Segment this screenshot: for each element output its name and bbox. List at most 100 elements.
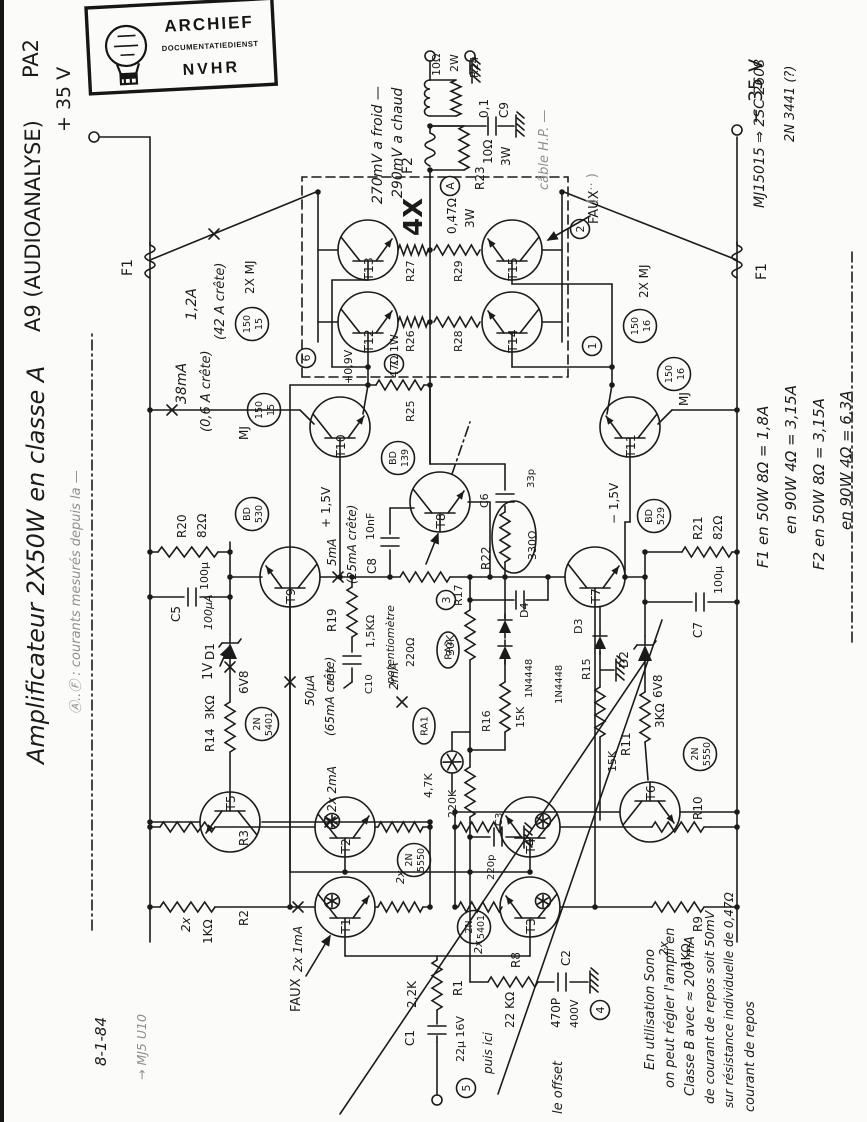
emitter-arrow <box>456 491 464 500</box>
schematic-label: 6V8 <box>651 675 665 698</box>
oval-label: RA2 <box>444 640 455 660</box>
schematic-label: 38mA <box>174 363 190 404</box>
type-line2: 529 <box>656 507 667 525</box>
balloon-logo-icon <box>104 24 148 86</box>
ground-symbol <box>516 129 525 137</box>
schematic-label: + 1,5V <box>319 486 333 528</box>
schematic-label: 50μA <box>303 675 317 706</box>
schematic-label: 10nF <box>364 513 377 540</box>
ground-symbol <box>616 667 625 675</box>
emitter-arrow <box>361 816 369 825</box>
schematic-label: D4 <box>518 603 531 618</box>
page-ref: PA2 <box>19 39 43 78</box>
resistor <box>399 570 451 584</box>
wire <box>633 644 638 650</box>
trimmer-star <box>446 753 458 771</box>
schematic-label: puis ici <box>481 1031 495 1075</box>
ground-symbol <box>590 979 599 987</box>
schematic-label: en 90W 4Ω = 3,15A <box>782 385 800 534</box>
schematic-label: R22 <box>479 546 493 570</box>
schematic-label: 33p <box>526 469 537 488</box>
ground-symbol <box>516 111 525 119</box>
current-x-mark <box>166 404 178 416</box>
schematic-label: (65mA crête) <box>323 657 337 736</box>
junction-dot <box>147 549 153 555</box>
resistor <box>638 691 652 743</box>
junction-dot <box>227 574 233 580</box>
output-stage-dashed-box <box>301 176 569 378</box>
wire <box>218 642 223 648</box>
wire <box>563 191 738 261</box>
junction-dot <box>467 574 473 580</box>
transistor-T6: T6 <box>619 781 681 843</box>
resistor <box>449 79 463 117</box>
junction-dot <box>467 747 473 753</box>
type-line2: 139 <box>400 449 411 467</box>
type-circle <box>622 308 658 344</box>
emitter-arrow <box>384 311 392 320</box>
schematic-label: MJ15015 ⇒ 2SC 2608 <box>752 59 768 208</box>
transistor-collector <box>412 488 433 514</box>
junction-dot <box>147 824 153 830</box>
schematic-label: R1 <box>451 980 465 996</box>
schematic-label: 330Ω <box>526 531 539 560</box>
schematic-label: 220K <box>446 789 459 818</box>
ground-symbol <box>516 123 525 131</box>
wire <box>606 384 613 415</box>
schematic-label: 2X MJ <box>243 260 257 294</box>
node-marker-2: 2 <box>569 218 591 240</box>
resistor <box>430 959 444 1011</box>
type-line1: 150 <box>254 401 265 419</box>
type-line1: BD <box>242 507 253 521</box>
transistor-collector <box>340 308 361 334</box>
transistor-collector <box>567 563 588 589</box>
schematic-label: R21 <box>691 516 705 540</box>
schematic-label: F1 en 50W 8Ω = 1,8A <box>754 406 772 568</box>
schematic-label: 2X MJ <box>637 264 651 298</box>
junction-dot <box>734 549 740 555</box>
type-line1: 150 <box>664 365 675 383</box>
ground-symbol <box>590 967 599 975</box>
terminal <box>431 1094 443 1106</box>
node-marker-label: 7 <box>388 361 401 368</box>
wires <box>91 61 853 1115</box>
type-circle <box>380 440 416 476</box>
type-line2: 16 <box>642 320 653 332</box>
junction-dot <box>467 869 473 875</box>
junction-dot <box>452 824 458 830</box>
matched-pair-star <box>534 812 552 830</box>
junction-dot <box>147 407 153 413</box>
transistor-T3: T3 <box>499 876 561 938</box>
junction-dot <box>427 123 433 129</box>
wire <box>237 638 242 644</box>
matched-pair-star <box>534 892 552 910</box>
emitter-arrow <box>384 239 392 248</box>
node-marker-circle <box>383 353 405 375</box>
schematic-label: 1N4448 <box>554 665 565 704</box>
scan-edge <box>0 0 4 1122</box>
junction-dot <box>227 594 233 600</box>
schematic-label: + 35 V <box>53 67 75 132</box>
type-circle <box>456 909 492 945</box>
page-model: A9 (AUDIOANALYSE) <box>21 120 45 332</box>
type-line1: 150 <box>242 315 253 333</box>
junction-dot <box>427 382 433 388</box>
resistor <box>377 900 424 914</box>
transistor-label: T8 <box>433 513 448 530</box>
zener-diode <box>223 643 237 659</box>
node-marker-label: 5 <box>460 1085 473 1092</box>
transistor-label: T5 <box>223 795 238 812</box>
ground-symbol <box>590 985 599 993</box>
labels: Ⓐ..Ⓕ : courants mesurés depuis la —+ 35 … <box>53 54 855 1114</box>
resistor <box>397 314 429 330</box>
stamp-line-1: ARCHIEF <box>164 12 254 36</box>
fuse <box>144 241 156 279</box>
schematic-label: C2 <box>559 950 573 966</box>
transistor-T13: T13 <box>337 219 399 282</box>
node-marker-label: 6 <box>300 355 313 362</box>
node-marker-1: 1 <box>581 335 603 357</box>
